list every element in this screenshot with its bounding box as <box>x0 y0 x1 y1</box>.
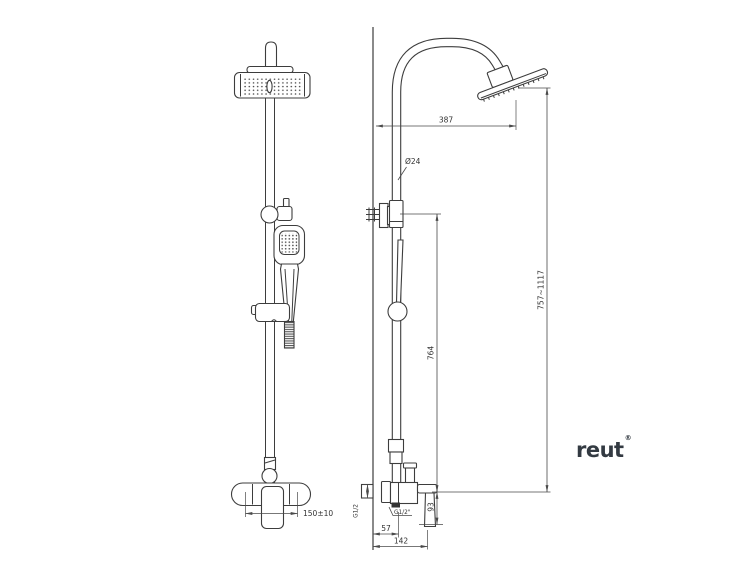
front-rain-head <box>233 65 311 99</box>
front-top-stub <box>264 41 278 69</box>
dim-supply-thread-label: G1/2 <box>354 504 360 518</box>
front-pipe <box>265 98 275 483</box>
dim-wall-centers: 150±10 <box>245 492 333 518</box>
side-hand-shower-profile <box>387 239 408 322</box>
dim-outlet-offset: 57 <box>372 512 399 538</box>
front-slider-bracket <box>250 302 291 323</box>
dim-head-reach: 387 <box>375 100 517 130</box>
front-hose <box>283 320 295 349</box>
dim-outlet-thread-label: G1/2" <box>394 510 411 516</box>
dim-height-range: 757~1117 <box>432 87 551 493</box>
side-rain-head <box>477 64 549 102</box>
dim-supply-thread: G1/2 <box>354 484 372 518</box>
dim-valve-depth-label: 142 <box>394 537 409 546</box>
dim-wall-centers-label: 150±10 <box>303 509 333 518</box>
hand-shower-outlet <box>391 502 400 508</box>
dim-pipe-diameter: Ø24 <box>397 157 421 181</box>
dim-handle-drop-label: 93 <box>427 502 436 512</box>
side-view: Ø24 387 757~1117 764 93 <box>354 27 551 550</box>
front-mixer-valve <box>230 456 312 530</box>
dim-bar-height-label: 764 <box>427 346 436 361</box>
dim-handle-drop: 93 <box>419 491 443 525</box>
dim-bar-height: 764 <box>400 213 441 493</box>
side-pipe <box>391 37 507 483</box>
registered-mark-icon: ® <box>624 434 632 442</box>
dim-outlet-thread: G1/2" <box>388 506 412 516</box>
dim-height-range-label: 757~1117 <box>537 270 546 310</box>
dim-head-reach-label: 387 <box>439 116 454 125</box>
dim-valve-depth: 142 <box>372 530 428 550</box>
dim-pipe-diameter-label: Ø24 <box>405 157 421 166</box>
brand-logo: reut® <box>576 435 632 462</box>
side-wall-bracket <box>366 199 404 229</box>
front-holder-knob <box>260 197 293 224</box>
front-view: 150±10 <box>230 41 333 530</box>
brand-logo-text: reut <box>576 438 624 462</box>
dim-outlet-offset-label: 57 <box>381 524 391 533</box>
